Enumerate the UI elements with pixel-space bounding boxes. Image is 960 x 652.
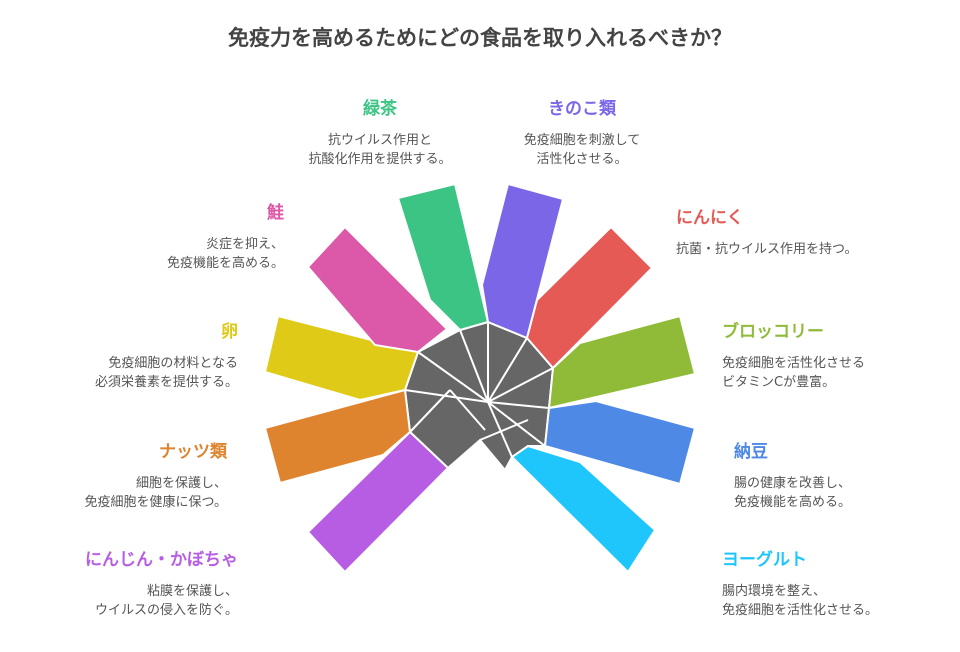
blade-green-tea xyxy=(396,182,490,332)
item-desc: 粘膜を保護し、 ウイルスの侵入を防ぐ。 xyxy=(94,584,238,618)
item-desc: 抗ウイルス作用と 抗酸化作用を提供する。 xyxy=(308,133,452,167)
item-title: きのこ類 xyxy=(548,99,616,119)
item-carrot-pumpkin: にんじん・かぼちゃ 粘膜を保護し、 ウイルスの侵入を防ぐ。 xyxy=(0,545,238,620)
item-green-tea: 緑茶 抗ウイルス作用と 抗酸化作用を提供する。 xyxy=(250,94,510,169)
blade-mushroom xyxy=(480,182,565,340)
blade-salmon xyxy=(306,225,449,354)
item-title: にんにく xyxy=(676,208,744,228)
item-garlic: にんにく 抗菌・抗ウイルス作用を持つ。 xyxy=(676,203,936,259)
item-title: 鮭 xyxy=(267,203,284,223)
item-desc: 免疫細胞を刺激して 活性化させる。 xyxy=(523,133,641,167)
item-yogurt: ヨーグルト 腸内環境を整え、 免疫細胞を活性化させる。 xyxy=(722,545,960,620)
item-desc: 抗菌・抗ウイルス作用を持つ。 xyxy=(676,242,858,257)
item-desc: 炎症を抑え、 免疫機能を高める。 xyxy=(166,237,284,271)
blade-garlic xyxy=(525,225,654,370)
item-title: ヨーグルト xyxy=(722,550,807,570)
item-desc: 腸内環境を整え、 免疫細胞を活性化させる。 xyxy=(722,584,879,618)
item-desc: 腸の健康を改善し、 免疫機能を高める。 xyxy=(734,476,852,510)
hub-dividers xyxy=(404,322,554,458)
blade-yogurt xyxy=(510,444,657,574)
item-title: 納豆 xyxy=(734,442,768,462)
blade-carrot-pumpkin xyxy=(306,430,450,574)
item-natto: 納豆 腸の健康を改善し、 免疫機能を高める。 xyxy=(734,437,960,512)
item-title: にんじん・かぼちゃ xyxy=(85,550,238,570)
item-egg: 卵 免疫細胞の材料となる 必須栄養素を提供する。 xyxy=(0,317,238,392)
blade-natto xyxy=(543,399,697,486)
item-desc: 免疫細胞を活性化させる ビタミンCが豊富。 xyxy=(722,356,866,390)
item-desc: 免疫細胞の材料となる 必須栄養素を提供する。 xyxy=(94,356,238,390)
item-broccoli: ブロッコリー 免疫細胞を活性化させる ビタミンCが豊富。 xyxy=(722,317,960,392)
item-nuts: ナッツ類 細胞を保護し、 免疫細胞を健康に保つ。 xyxy=(0,437,227,512)
item-desc: 細胞を保護し、 免疫細胞を健康に保つ。 xyxy=(84,476,227,510)
item-title: 卵 xyxy=(221,322,238,342)
item-title: ナッツ類 xyxy=(159,442,227,462)
blade-broccoli xyxy=(547,314,697,410)
item-mushroom: きのこ類 免疫細胞を刺激して 活性化させる。 xyxy=(452,94,712,169)
blade-nuts xyxy=(263,388,412,485)
item-salmon: 鮭 炎症を抑え、 免疫機能を高める。 xyxy=(24,198,284,273)
item-title: 緑茶 xyxy=(363,99,397,119)
item-title: ブロッコリー xyxy=(722,322,824,342)
diagram-title: 免疫力を高めるためにどの食品を取り入れるべきか？ xyxy=(228,26,732,50)
